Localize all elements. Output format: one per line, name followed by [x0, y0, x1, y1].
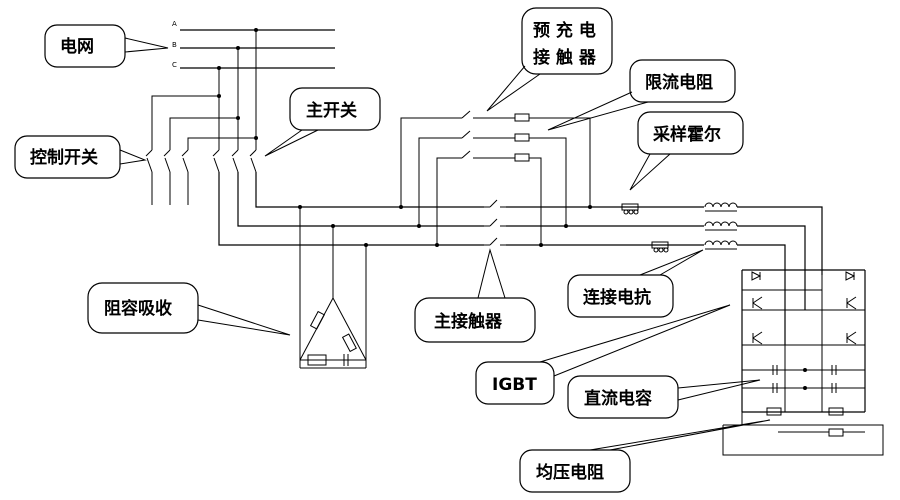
dc-capacitor-label: 直流电容 [584, 388, 652, 409]
control-switch-label: 控制开关 [30, 147, 98, 168]
current-limit-resistor-symbol [514, 113, 530, 122]
current-limit-resistor-label: 限流电阻 [645, 72, 713, 93]
current-limit-resistor-symbol [514, 153, 530, 162]
grid-label: 电网 [60, 36, 94, 57]
connection-reactor-symbol [704, 199, 823, 345]
igbt-bridge-symbol [741, 269, 866, 413]
igbt-label: IGBT [492, 375, 537, 395]
phase-label-b: B [172, 41, 177, 49]
rc-absorber-symbol [299, 207, 367, 369]
balancing-resistor-symbol [722, 407, 884, 456]
igbt-module-symbol [751, 271, 857, 345]
dc-capacitor-symbol [742, 365, 865, 393]
callout-precharge-contactor: 预 充 电 接 触 器 [486, 7, 613, 112]
phase-label-c: C [172, 61, 177, 69]
callout-control-switch: 控制开关 [14, 135, 147, 179]
callout-sampling-hall: 采样霍尔 [629, 111, 744, 191]
sampling-hall-label: 采样霍尔 [652, 124, 721, 145]
phase-label-a: A [172, 20, 177, 28]
main-switch-symbol [212, 30, 257, 173]
callout-current-limit-resistor: 限流电阻 [547, 59, 736, 131]
main-contactor-label: 主接触器 [434, 311, 503, 332]
callout-main-switch: 主开关 [264, 87, 381, 157]
main-contactor-symbol [484, 198, 506, 250]
precharge-label-line2: 接 触 器 [533, 47, 597, 68]
control-switch-symbol [145, 95, 256, 205]
connection-reactor-label: 连接电抗 [583, 287, 651, 308]
callout-connection-reactor: 连接电抗 [567, 249, 704, 318]
main-switch-label: 主开关 [306, 100, 357, 121]
callout-balancing-resistor: 均压电阻 [519, 419, 771, 493]
precharge-branch [400, 110, 591, 245]
main-conductors [218, 172, 705, 247]
sampling-hall-symbol [621, 203, 669, 253]
balancing-resistor-label: 均压电阻 [536, 462, 604, 483]
callout-grid: 电网 [44, 24, 169, 68]
current-limit-resistor-symbol [514, 133, 530, 142]
rc-absorber-label: 阻容吸收 [104, 298, 172, 319]
callout-rc-absorber: 阻容吸收 [87, 282, 291, 336]
precharge-label-line1: 预 充 电 [533, 20, 596, 41]
callout-dc-capacitor: 直流电容 [567, 375, 761, 419]
callout-igbt: IGBT [475, 304, 731, 405]
callout-main-contactor: 主接触器 [414, 248, 536, 343]
